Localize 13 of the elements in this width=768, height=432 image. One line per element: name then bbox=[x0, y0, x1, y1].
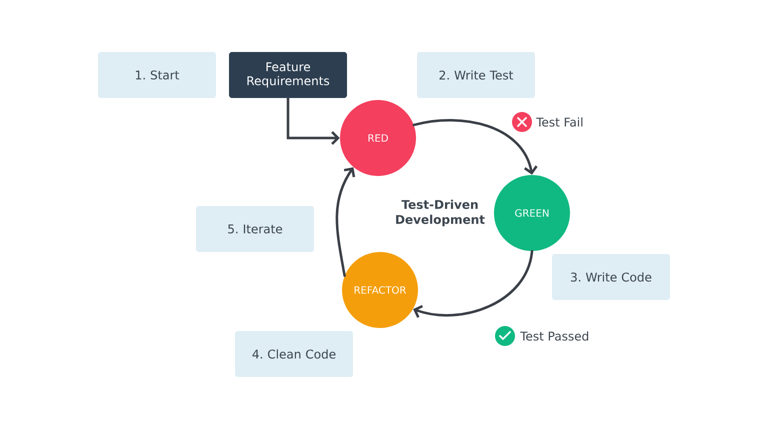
edge-label: Test Fail bbox=[536, 117, 582, 127]
edge-label: Test Passed bbox=[520, 331, 588, 341]
arrow bbox=[412, 119, 538, 175]
requirements-box: Feature Requirements bbox=[229, 52, 347, 98]
arrow bbox=[413, 250, 534, 318]
step-box: 3. Write Code bbox=[552, 254, 670, 300]
arrow bbox=[286, 96, 340, 145]
step-box: 4. Clean Code bbox=[235, 331, 353, 377]
step-box: 2. Write Test bbox=[417, 52, 535, 98]
step-box: 1. Start bbox=[98, 52, 216, 98]
step-box: 5. Iterate bbox=[196, 206, 314, 252]
center-title: Test-Driven Development bbox=[396, 200, 485, 226]
arrow bbox=[336, 167, 356, 277]
